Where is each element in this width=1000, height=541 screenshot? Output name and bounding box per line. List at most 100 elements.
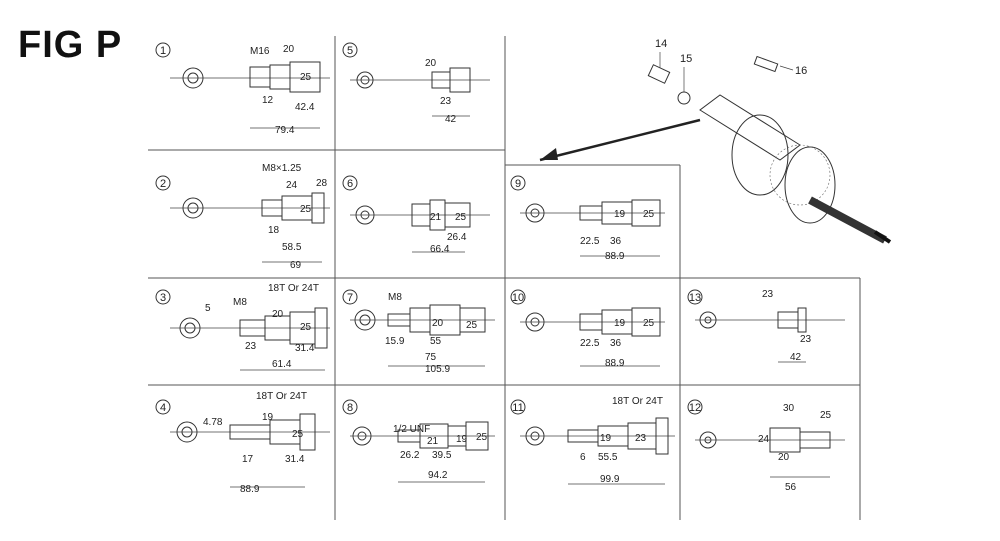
dimension-label: 18T Or 24T <box>256 391 307 402</box>
dimension-label: 24 <box>286 180 298 191</box>
dimension-label: 18T Or 24T <box>268 283 319 294</box>
callout-14: 14 <box>655 38 667 50</box>
dimension-label: 88.9 <box>605 251 625 262</box>
panel-8 <box>350 421 495 483</box>
dimension-label: 19 <box>614 318 626 329</box>
panel-number-1-circle <box>155 42 171 58</box>
callout-leader-16 <box>779 65 794 71</box>
dimension-label: 42.4 <box>295 102 315 113</box>
panel-number-6: 6 <box>347 178 353 190</box>
dimension-label: 42 <box>445 114 457 125</box>
panel-11 <box>520 417 675 485</box>
panel-number-2-circle <box>155 175 171 191</box>
dimension-label: 18T Or 24T <box>612 396 663 407</box>
dimension-label: 36 <box>610 338 622 349</box>
dimension-label: 25 <box>820 410 832 421</box>
dimension-label: 26.2 <box>400 450 420 461</box>
dimension-label: 28 <box>316 178 328 189</box>
dimension-label: 26.4 <box>447 232 467 243</box>
panel-13 <box>695 307 845 363</box>
dimension-label: 75 <box>425 352 437 363</box>
dimension-label: 58.5 <box>282 242 302 253</box>
panel-number-4-circle <box>155 399 171 415</box>
dimension-label: 23 <box>762 289 774 300</box>
dimension-label: 23 <box>440 96 452 107</box>
dimension-label: 105.9 <box>425 364 450 375</box>
dimension-label: 88.9 <box>605 358 625 369</box>
panel-1 <box>170 61 330 129</box>
dimension-label: 79.4 <box>275 125 295 136</box>
dimension-label: 25 <box>466 320 478 331</box>
dimension-label: 69 <box>290 260 302 271</box>
panel-number-9: 9 <box>515 178 521 190</box>
panel-number-4: 4 <box>160 402 166 414</box>
dimension-label: 23 <box>635 433 647 444</box>
dimension-label: 15.9 <box>385 336 405 347</box>
panel-5 <box>350 67 490 117</box>
panel-number-3-circle <box>155 289 171 305</box>
panel-number-13: 13 <box>689 292 701 304</box>
panel-number-12-circle <box>687 399 703 415</box>
dimension-label: 88.9 <box>240 484 260 495</box>
panel-10 <box>520 307 665 367</box>
panel-9 <box>520 199 665 257</box>
dimension-label: 21 <box>430 212 442 223</box>
callout-15: 15 <box>680 53 692 65</box>
panel-number-5-circle <box>342 42 358 58</box>
panel-3 <box>170 307 330 371</box>
dimension-label: 20 <box>283 44 295 55</box>
dimension-label: 17 <box>242 454 254 465</box>
dimension-label: 4.78 <box>203 417 223 428</box>
panel-number-6-circle <box>342 175 358 191</box>
dimension-label: 19 <box>614 209 626 220</box>
panel-4 <box>170 413 330 488</box>
panel-number-11: 11 <box>512 402 523 414</box>
dimension-label: 36 <box>610 236 622 247</box>
dimension-label: M8 <box>388 292 402 303</box>
dimension-label: 12 <box>262 95 274 106</box>
dimension-label: 5 <box>205 303 211 314</box>
dimension-label: 20 <box>425 58 437 69</box>
dimension-label: 56 <box>785 482 797 493</box>
dimension-label: 20 <box>432 318 444 329</box>
panel-12 <box>695 427 845 478</box>
dimension-label: 22.5 <box>580 236 600 247</box>
dimension-label: 25 <box>300 204 312 215</box>
dimension-label: M8×1.25 <box>262 163 302 174</box>
dimension-label: 6 <box>580 452 586 463</box>
panel-number-1: 1 <box>160 45 166 57</box>
dimension-label: 22.5 <box>580 338 600 349</box>
panel-number-5: 5 <box>347 45 353 57</box>
dimension-label: 23 <box>245 341 257 352</box>
panel-6 <box>350 199 490 253</box>
panel-number-7-circle <box>342 289 358 305</box>
dimension-label: 19 <box>262 412 274 423</box>
dimension-label: 25 <box>643 318 655 329</box>
panel-number-12: 12 <box>689 402 701 414</box>
dimension-label: 24 <box>758 434 770 445</box>
dimension-label: 1/2 UNF <box>393 424 430 435</box>
dimension-label: 31.4 <box>285 454 305 465</box>
dimension-label: M16 <box>250 46 270 57</box>
dimension-label: 94.2 <box>428 470 448 481</box>
panel-number-7: 7 <box>347 292 353 304</box>
panel-7 <box>350 304 495 367</box>
dimension-label: 19 <box>600 433 612 444</box>
panel-number-10-circle <box>510 289 526 305</box>
dimension-label: 23 <box>800 334 812 345</box>
dimension-label: 25 <box>300 322 312 333</box>
dimension-label: 66.4 <box>430 244 450 255</box>
dimension-label: 21 <box>427 436 439 447</box>
dimension-label: 20 <box>272 309 284 320</box>
dimension-label: 25 <box>455 212 467 223</box>
panel-2 <box>170 192 330 263</box>
panel-number-9-circle <box>510 175 526 191</box>
dimension-label: 30 <box>783 403 795 414</box>
dimension-label: 31.4 <box>295 343 315 354</box>
dimension-label: 25 <box>292 429 304 440</box>
dimension-label: 99.9 <box>600 474 620 485</box>
grid-lines <box>148 36 861 520</box>
dimension-label: 39.5 <box>432 450 452 461</box>
panel-number-2: 2 <box>160 178 166 190</box>
